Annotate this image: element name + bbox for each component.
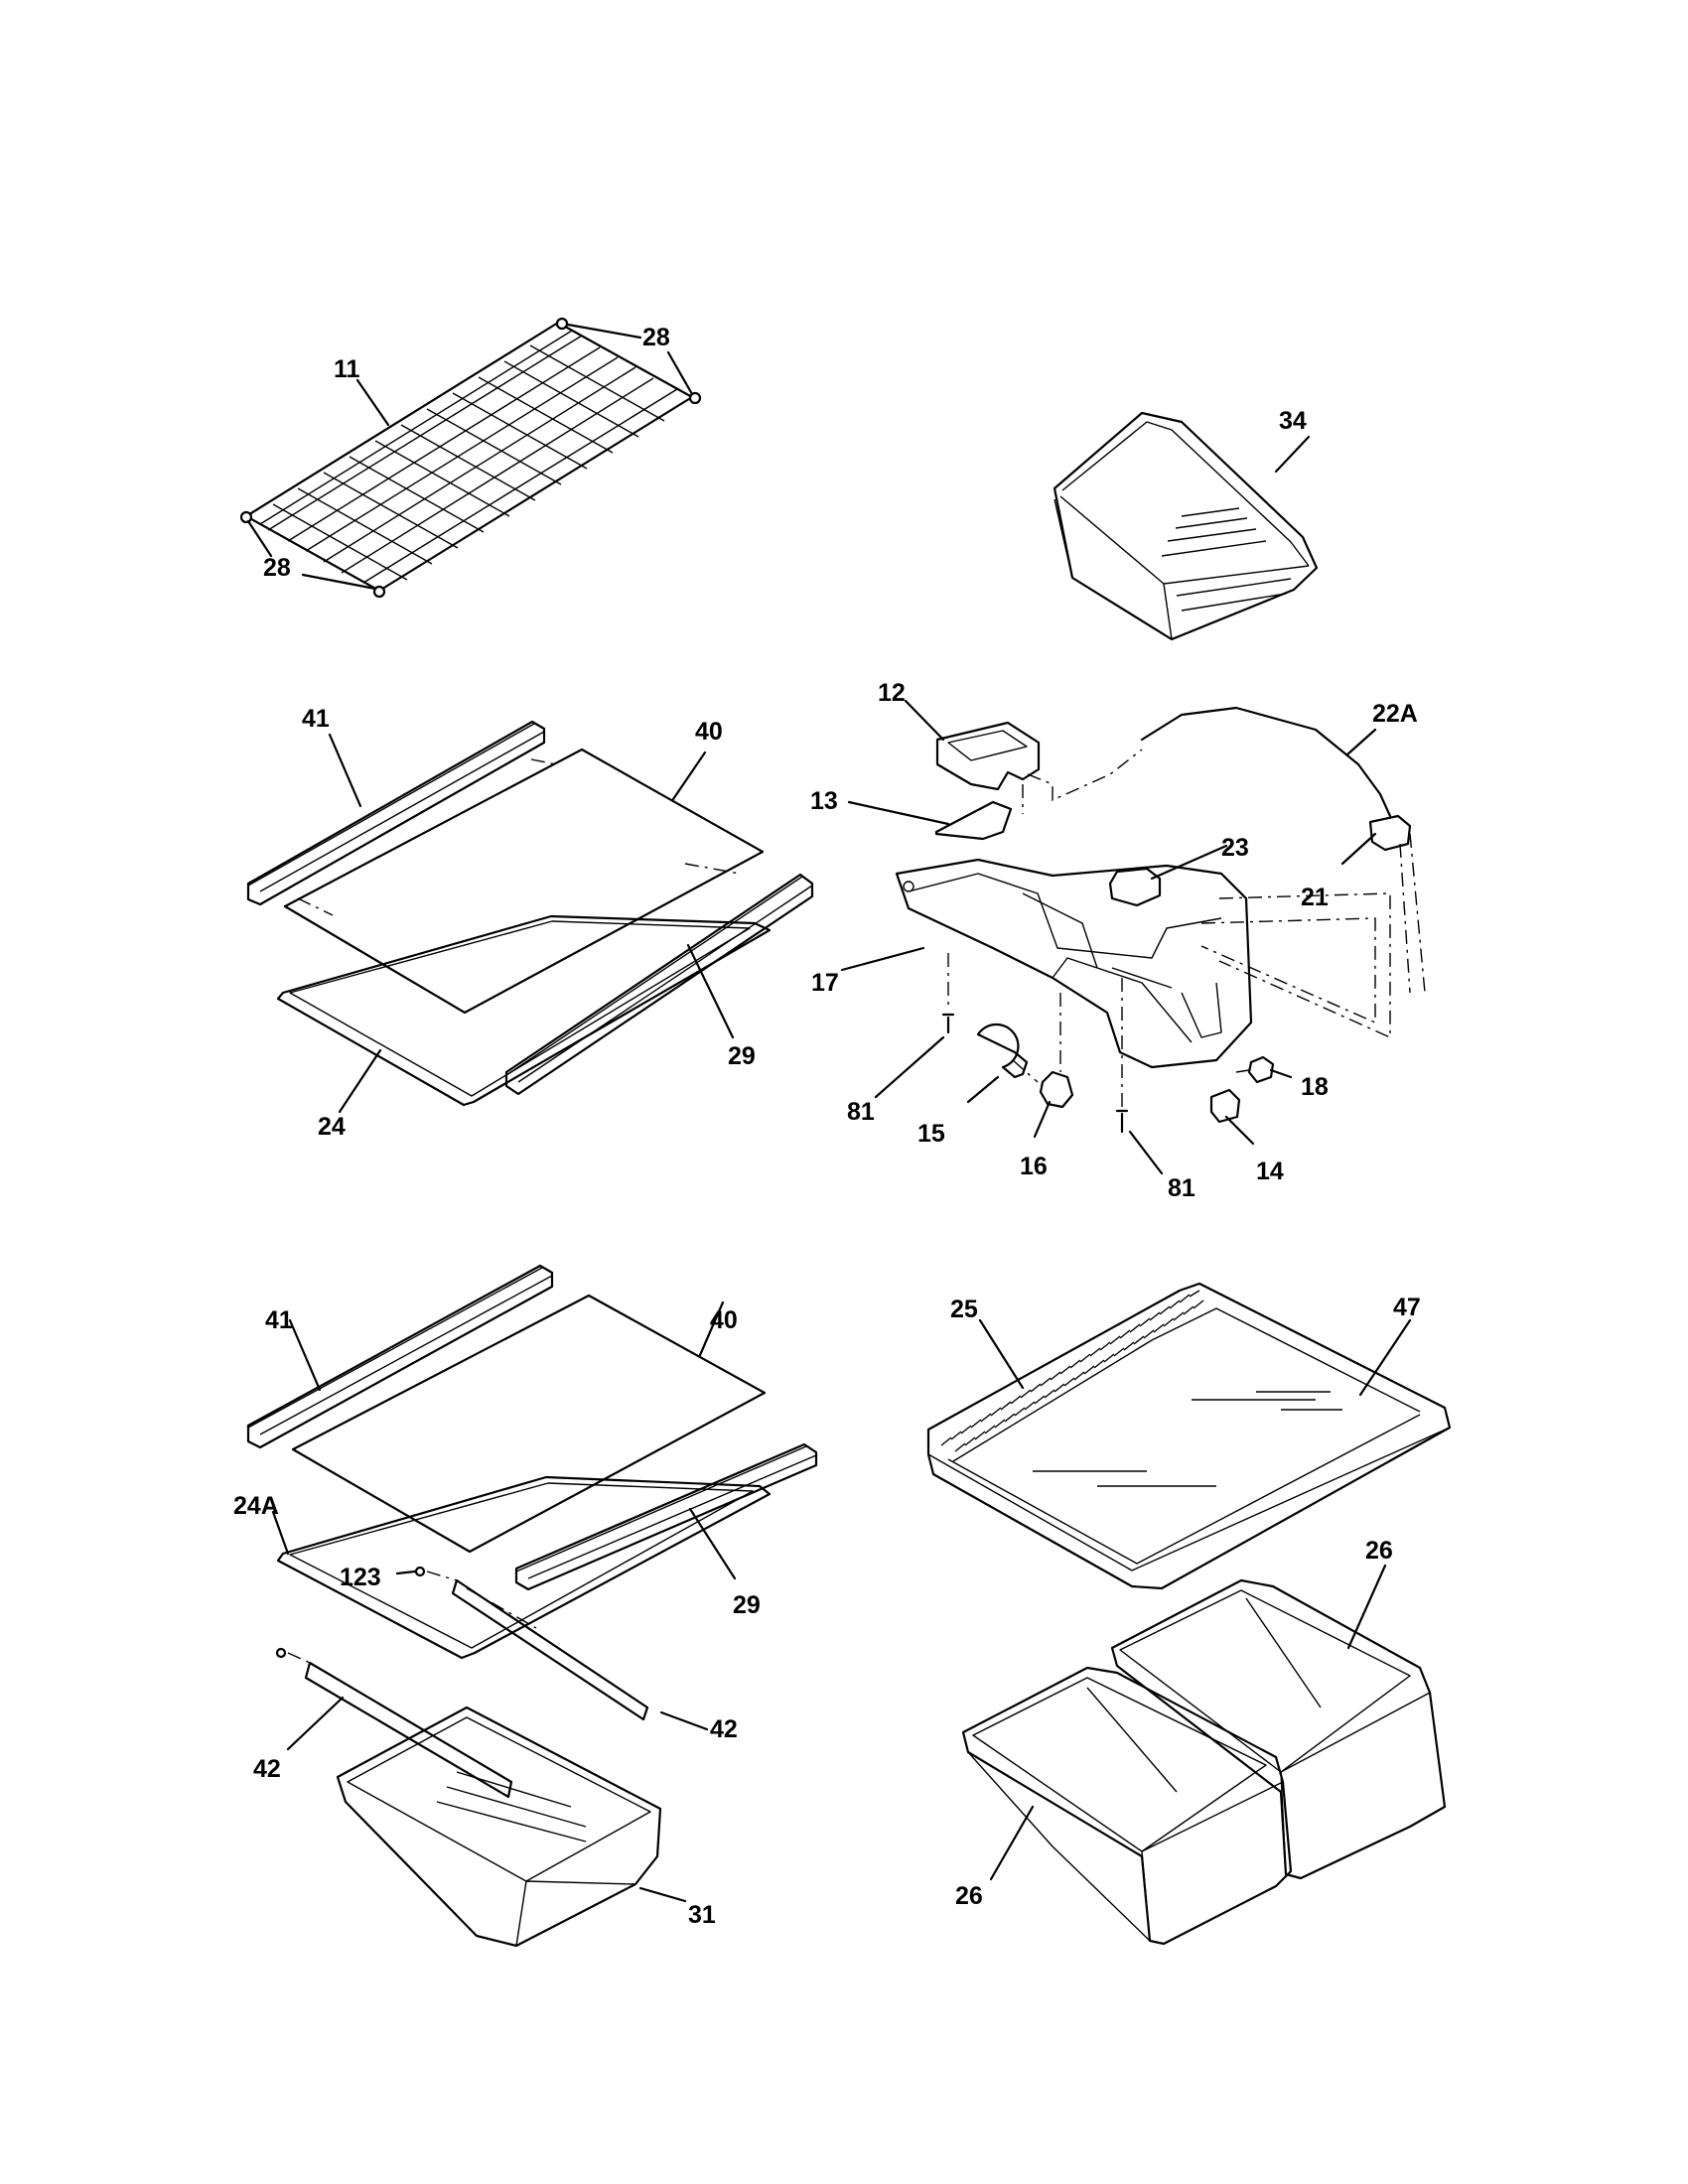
callout-13: 13 — [810, 787, 838, 815]
leader-34 — [1274, 435, 1311, 474]
callout-22A: 22A — [1372, 700, 1418, 728]
callout-21: 21 — [1301, 884, 1329, 911]
callout-23: 23 — [1221, 834, 1249, 862]
callout-81-left: 81 — [847, 1098, 875, 1126]
callout-11: 11 — [334, 355, 360, 383]
control-housing-assembly — [895, 706, 1426, 1134]
callout-41-upper: 41 — [302, 705, 330, 733]
callout-24: 24 — [318, 1113, 346, 1141]
callout-34: 34 — [1279, 407, 1307, 435]
callout-26-back: 26 — [1365, 1537, 1393, 1565]
callout-24A: 24A — [233, 1492, 279, 1520]
callout-81-right: 81 — [1168, 1174, 1196, 1202]
callout-28-bottom: 28 — [263, 554, 291, 582]
leader-lines-cover — [978, 1318, 1412, 1397]
callout-40-upper: 40 — [695, 718, 723, 746]
leader-lines-pans — [989, 1564, 1387, 1881]
callout-16: 16 — [1020, 1153, 1048, 1180]
leader-lines-upper-shelf — [328, 733, 735, 1114]
leader-lines-shelf — [246, 323, 694, 591]
crisper-drawer-34 — [1053, 411, 1319, 641]
callout-47: 47 — [1393, 1294, 1421, 1321]
callout-labels: 11 28 28 34 41 40 29 24 12 13 22A 23 21 … — [233, 324, 1421, 1929]
callout-15: 15 — [917, 1120, 945, 1148]
callout-42-left: 42 — [253, 1755, 281, 1783]
callout-26-front: 26 — [955, 1882, 983, 1910]
callout-29-lower: 29 — [733, 1591, 761, 1619]
callout-41-lower: 41 — [265, 1306, 293, 1334]
callout-42-right: 42 — [710, 1715, 738, 1743]
callout-29-upper: 29 — [728, 1042, 756, 1070]
callout-123: 123 — [340, 1564, 381, 1591]
wire-shelf — [239, 317, 702, 599]
callout-28-top: 28 — [642, 324, 670, 351]
callout-31: 31 — [688, 1901, 716, 1929]
callout-17: 17 — [811, 969, 839, 997]
crisper-cover — [926, 1282, 1452, 1590]
glass-shelf-upper — [246, 720, 814, 1107]
leader-lines-control — [840, 699, 1377, 1175]
glass-shelf-lower — [246, 1264, 818, 1948]
callout-18: 18 — [1301, 1073, 1329, 1101]
vent-slots — [940, 1290, 1204, 1452]
callout-40-lower: 40 — [710, 1306, 738, 1334]
crisper-pans — [961, 1578, 1447, 1946]
callout-25: 25 — [950, 1296, 978, 1323]
callout-12: 12 — [878, 679, 906, 707]
leader-lines-lower-shelf — [271, 1300, 737, 1903]
callout-14: 14 — [1256, 1158, 1284, 1185]
